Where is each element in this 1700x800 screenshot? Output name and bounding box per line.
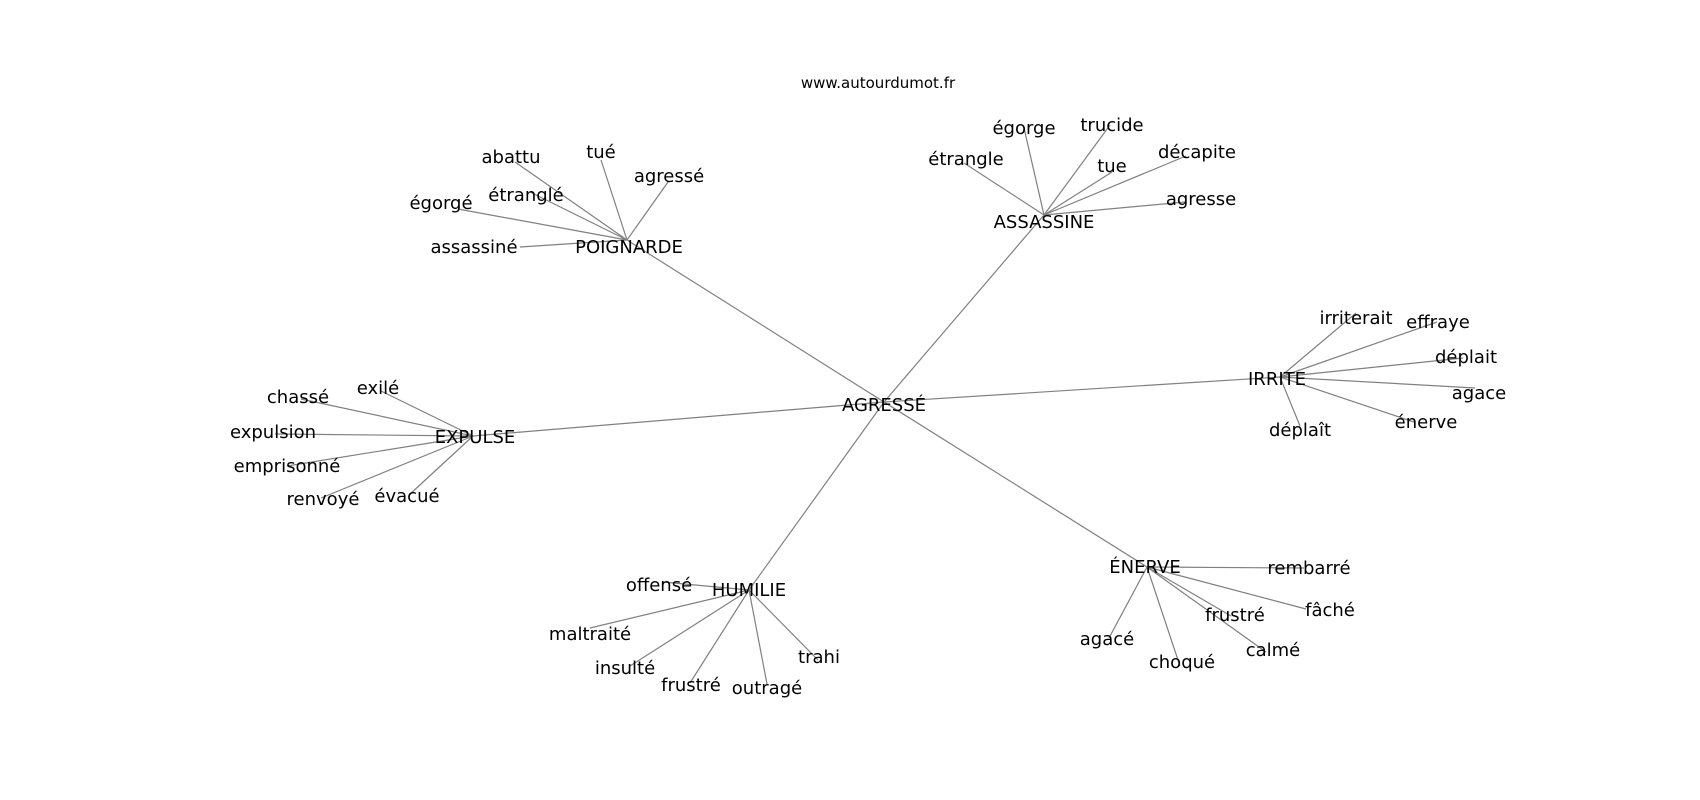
leaf-node-poignarde-4[interactable]: étranglé: [488, 185, 563, 206]
edge-expulse-leaf-4: [320, 435, 474, 499]
leaf-node-humilie-3[interactable]: frustré: [661, 675, 721, 696]
leaf-node-irrite-5[interactable]: déplaît: [1269, 420, 1331, 441]
edge-humilie-leaf-3: [689, 589, 750, 684]
graph-edges: [274, 124, 1476, 685]
leaf-node-enerve-1[interactable]: fâché: [1305, 600, 1355, 621]
edge-poignarde-leaf-1: [600, 159, 628, 241]
leaf-node-expulse-4[interactable]: renvoyé: [287, 489, 360, 510]
leaf-node-enerve-3[interactable]: calmé: [1246, 640, 1301, 661]
edge-assassine-leaf-1: [1043, 124, 1111, 216]
edge-expulse-leaf-1: [300, 398, 474, 437]
edge-irrite-leaf-3: [1279, 376, 1476, 389]
hub-node-assassine[interactable]: ASSASSINE: [994, 212, 1095, 233]
leaf-node-poignarde-5[interactable]: assassiné: [430, 237, 517, 258]
leaf-node-expulse-3[interactable]: emprisonné: [234, 456, 341, 477]
edge-expulse-leaf-0: [380, 390, 474, 437]
edge-poignarde-leaf-4: [529, 191, 628, 241]
edge-enerve-leaf-1: [1146, 566, 1307, 610]
edge-poignarde-leaf-5: [519, 239, 628, 248]
edge-center-to-humilie: [748, 401, 885, 591]
leaf-node-poignarde-3[interactable]: égorgé: [409, 193, 472, 214]
leaf-node-enerve-0[interactable]: rembarré: [1267, 558, 1350, 579]
leaf-node-enerve-2[interactable]: frustré: [1205, 605, 1265, 626]
graph-labels: www.autourdumot.fr AGRESSÉ POIGNARDE abatt…: [230, 74, 1506, 699]
leaf-node-humilie-5[interactable]: trahi: [798, 647, 840, 668]
leaf-node-humilie-4[interactable]: outragé: [732, 678, 802, 699]
leaf-node-expulse-1[interactable]: chassé: [267, 387, 329, 408]
leaf-node-assassine-2[interactable]: étrangle: [928, 149, 1003, 170]
edge-enerve-leaf-5: [1108, 566, 1148, 639]
edge-expulse-leaf-3: [286, 435, 474, 467]
leaf-node-expulse-2[interactable]: expulsion: [230, 422, 316, 443]
edge-assassine-leaf-3: [1043, 171, 1113, 216]
edge-irrite-leaf-2: [1279, 357, 1464, 378]
leaf-node-poignarde-2[interactable]: agressé: [634, 166, 704, 187]
edge-humilie-leaf-4: [748, 589, 768, 685]
edge-center-to-poignarde: [626, 239, 885, 403]
edge-assassine-leaf-0: [1023, 127, 1045, 216]
edge-center-to-irrite: [883, 376, 1281, 403]
leaf-node-assassine-1[interactable]: trucide: [1080, 115, 1143, 136]
edge-poignarde-leaf-2: [626, 181, 669, 241]
leaf-node-irrite-0[interactable]: irriterait: [1319, 308, 1392, 329]
leaf-node-expulse-5[interactable]: évacué: [374, 486, 439, 507]
leaf-node-humilie-1[interactable]: maltraité: [549, 624, 631, 645]
edge-irrite-leaf-4: [1279, 376, 1415, 423]
edge-enerve-leaf-3: [1146, 566, 1267, 653]
leaf-node-humilie-2[interactable]: insulté: [595, 658, 655, 679]
hub-node-enerve[interactable]: ÉNERVE: [1109, 556, 1180, 578]
edge-enerve-leaf-2: [1146, 566, 1232, 617]
edge-assassine-leaf-4: [1043, 155, 1187, 216]
hub-node-humilie[interactable]: HUMILIE: [712, 580, 786, 601]
hub-node-irrite[interactable]: IRRITE: [1248, 369, 1306, 390]
edge-center-to-enerve: [883, 401, 1148, 568]
leaf-node-assassine-3[interactable]: tue: [1097, 156, 1127, 177]
leaf-node-assassine-0[interactable]: égorge: [992, 118, 1055, 139]
leaf-node-irrite-3[interactable]: agace: [1452, 383, 1506, 404]
edge-humilie-leaf-5: [748, 589, 819, 661]
edge-humilie-leaf-1: [589, 589, 750, 629]
leaf-node-irrite-1[interactable]: effraye: [1406, 312, 1470, 333]
leaf-node-poignarde-1[interactable]: tué: [586, 142, 616, 163]
leaf-node-enerve-5[interactable]: agacé: [1080, 629, 1134, 650]
edge-enerve-leaf-4: [1146, 566, 1181, 667]
edge-expulse-leaf-2: [274, 433, 474, 437]
edge-irrite-leaf-5: [1279, 376, 1301, 427]
hub-node-poignarde[interactable]: POIGNARDE: [575, 237, 683, 258]
edge-irrite-leaf-1: [1279, 321, 1438, 378]
edge-enerve-leaf-0: [1146, 566, 1305, 569]
edge-poignarde-leaf-3: [457, 208, 628, 241]
leaf-node-expulse-0[interactable]: exilé: [357, 378, 400, 399]
leaf-node-assassine-5[interactable]: agresse: [1166, 189, 1236, 210]
leaf-node-irrite-4[interactable]: énerve: [1395, 412, 1458, 433]
leaf-node-humilie-0[interactable]: offensé: [626, 575, 692, 596]
edge-humilie-leaf-2: [629, 589, 750, 667]
edge-center-to-assassine: [883, 214, 1045, 403]
leaf-node-assassine-4[interactable]: décapite: [1158, 142, 1236, 163]
edge-humilie-leaf-0: [662, 581, 750, 591]
edge-assassine-leaf-2: [963, 162, 1045, 216]
leaf-node-poignarde-0[interactable]: abattu: [481, 147, 540, 168]
leaf-node-enerve-4[interactable]: choqué: [1149, 652, 1215, 673]
edge-assassine-leaf-5: [1043, 201, 1186, 216]
edge-poignarde-leaf-0: [514, 161, 628, 241]
edge-expulse-leaf-5: [408, 435, 474, 496]
site-credit: www.autourdumot.fr: [801, 74, 956, 92]
edge-irrite-leaf-0: [1279, 312, 1357, 378]
center-node-label[interactable]: AGRESSÉ: [842, 394, 926, 416]
leaf-node-irrite-2[interactable]: déplait: [1435, 347, 1497, 368]
hub-node-expulse[interactable]: EXPULSE: [435, 427, 516, 448]
edge-center-to-expulse: [472, 401, 885, 437]
